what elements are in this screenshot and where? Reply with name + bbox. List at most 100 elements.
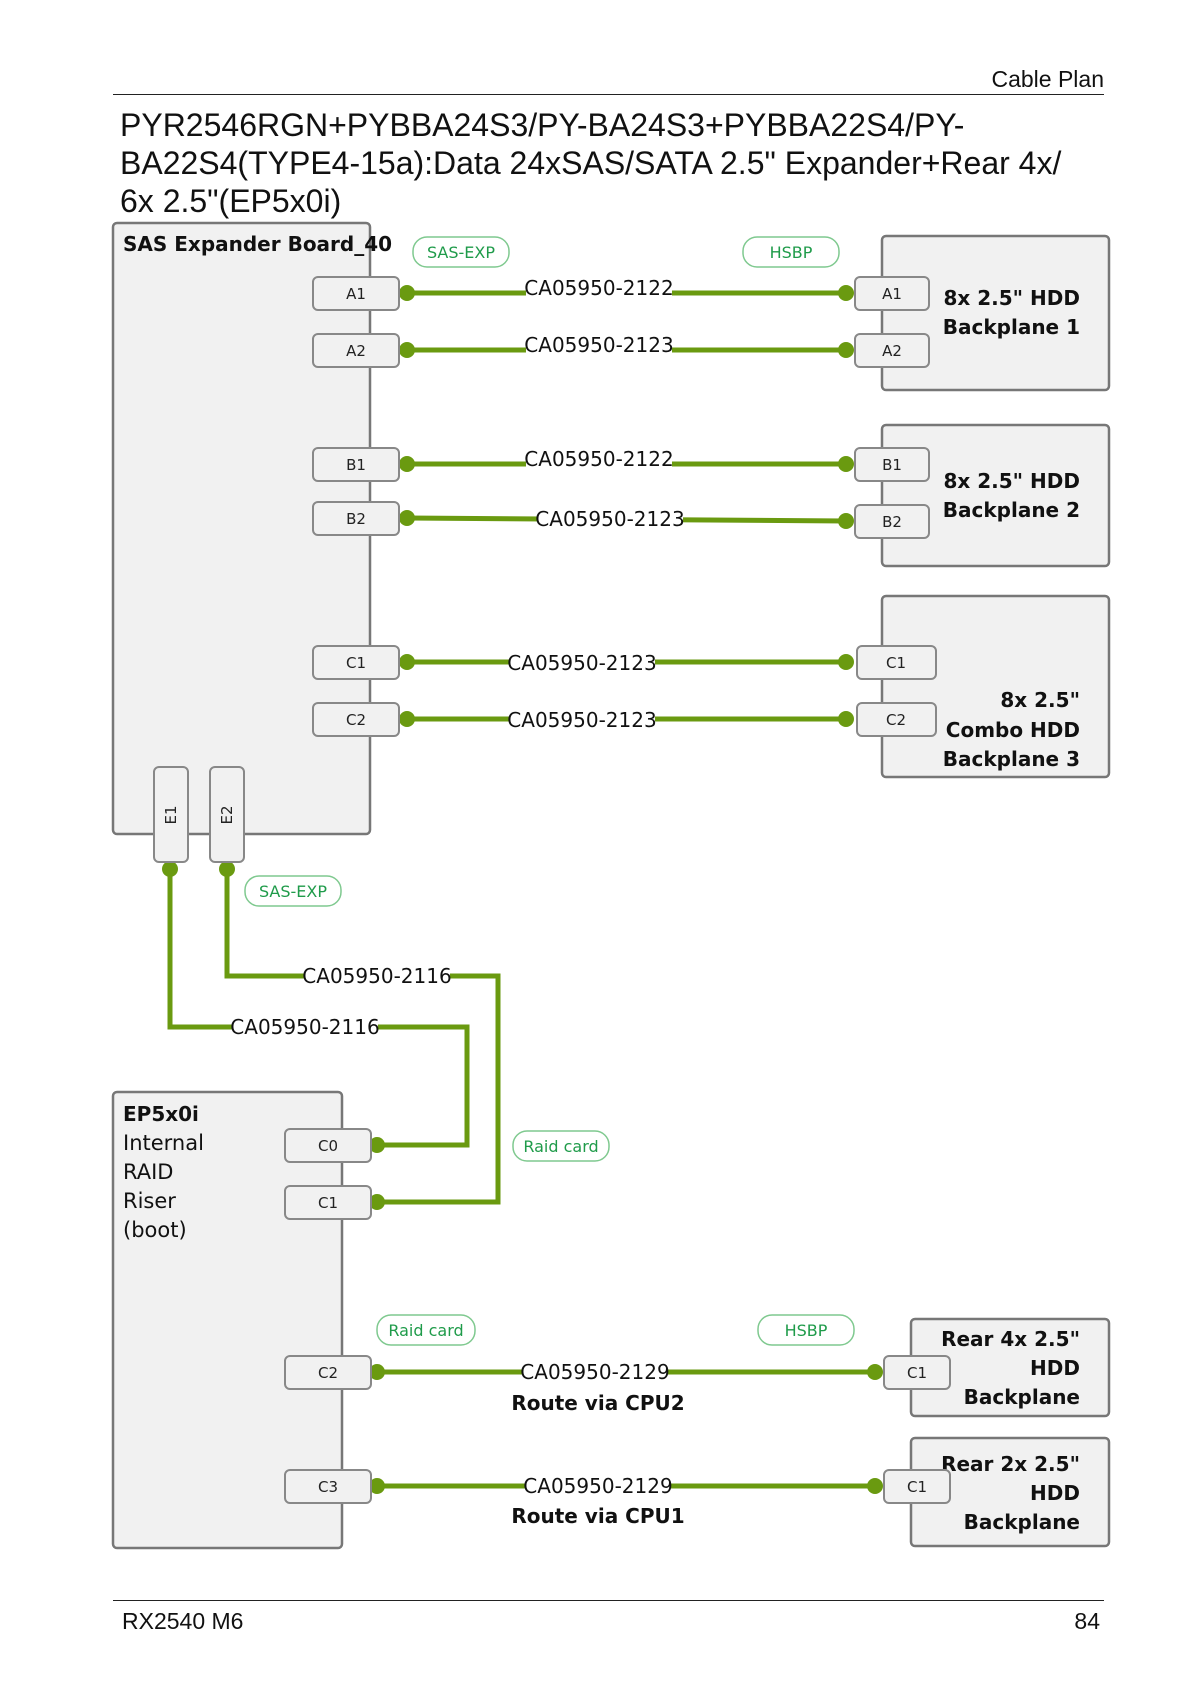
cable-endpoint bbox=[838, 711, 854, 727]
connector-raid-c3-label: C3 bbox=[318, 1478, 338, 1496]
cable-endpoint bbox=[369, 1478, 385, 1494]
cable-label-rear4: CA05950-2129 bbox=[520, 1360, 669, 1384]
expander-board-label: SAS Expander Board_40 bbox=[123, 232, 392, 256]
tag-sas-exp-mid: SAS-EXP bbox=[244, 875, 342, 907]
connector-bp1-a1: A1 bbox=[854, 276, 930, 311]
connector-exp-c2: C2 bbox=[312, 702, 400, 737]
cable-endpoints bbox=[162, 285, 883, 1494]
cable-endpoint bbox=[838, 342, 854, 358]
rear-2x-backplane: Rear 2x 2.5" HDD Backplane bbox=[909, 1436, 1111, 1548]
connector-bp2-b2: B2 bbox=[854, 504, 930, 539]
connector-exp-e2: E2 bbox=[209, 766, 245, 863]
tag-sas-exp-mid-label: SAS-EXP bbox=[259, 882, 327, 901]
raid-board-line-2: RAID bbox=[123, 1160, 173, 1184]
rear-4x-line-1: Rear 4x 2.5" bbox=[941, 1327, 1080, 1351]
connector-bp3-c2: C2 bbox=[856, 702, 937, 737]
cable-endpoint bbox=[838, 654, 854, 670]
connector-bp1-a2: A2 bbox=[854, 333, 930, 368]
tag-hsbp-top: HSBP bbox=[742, 236, 840, 268]
connector-rear4-c1-label: C1 bbox=[907, 1364, 927, 1382]
cable-endpoint bbox=[399, 711, 415, 727]
tag-hsbp-top-label: HSBP bbox=[770, 243, 813, 262]
cable-endpoint bbox=[399, 654, 415, 670]
cable-label-c2: CA05950-2123 bbox=[507, 708, 656, 732]
rear-2x-line-3: Backplane bbox=[964, 1510, 1080, 1534]
backplane-2-line-1: 8x 2.5" HDD bbox=[943, 469, 1080, 493]
cable-endpoint bbox=[838, 513, 854, 529]
tags: SAS-EXP HSBP SAS-EXP Raid card Raid card… bbox=[244, 236, 855, 1346]
footer-model: RX2540 M6 bbox=[122, 1608, 244, 1634]
connector-raid-c0-label: C0 bbox=[318, 1137, 338, 1155]
connector-exp-a1: A1 bbox=[312, 276, 400, 311]
cable-label-b2: CA05950-2123 bbox=[535, 507, 684, 531]
backplane-3: 8x 2.5" Combo HDD Backplane 3 bbox=[880, 594, 1111, 779]
raid-board-line-1: Internal bbox=[123, 1131, 204, 1155]
tag-raid-card-bottom: Raid card bbox=[376, 1314, 476, 1346]
cable-endpoint bbox=[867, 1478, 883, 1494]
connectors: A1 A2 B1 B2 C1 C2 E1 E2 A1 A2 B1 B2 C1 C… bbox=[153, 276, 951, 1504]
backplane-3-line-3: Backplane 3 bbox=[943, 747, 1080, 771]
connector-raid-c3: C3 bbox=[284, 1469, 372, 1504]
connector-bp1-a2-label: A2 bbox=[882, 342, 902, 360]
header-rule bbox=[113, 94, 1104, 95]
rear-2x-line-2: HDD bbox=[1030, 1481, 1080, 1505]
backplane-2: 8x 2.5" HDD Backplane 2 bbox=[880, 423, 1111, 568]
raid-board-label: EP5x0i bbox=[123, 1102, 199, 1126]
connector-rear2-c1: C1 bbox=[883, 1469, 951, 1504]
connector-bp1-a1-label: A1 bbox=[882, 285, 902, 303]
connector-exp-a2: A2 bbox=[312, 333, 400, 368]
rear-4x-line-2: HDD bbox=[1030, 1356, 1080, 1380]
connector-raid-c0: C0 bbox=[284, 1128, 372, 1163]
tag-raid-card-bottom-label: Raid card bbox=[388, 1321, 463, 1340]
backplane-3-line-1: 8x 2.5" bbox=[1000, 688, 1080, 712]
connector-exp-e1-label: E1 bbox=[162, 805, 180, 824]
connector-exp-c1-label: C1 bbox=[346, 654, 366, 672]
tag-raid-card-mid: Raid card bbox=[512, 1130, 610, 1162]
footer-rule bbox=[113, 1600, 1104, 1601]
cable-endpoint bbox=[399, 510, 415, 526]
backplane-1-line-1: 8x 2.5" HDD bbox=[943, 286, 1080, 310]
cable-endpoint bbox=[399, 285, 415, 301]
route-label-rear2: Route via CPU1 bbox=[511, 1504, 684, 1528]
cable-label-e1: CA05950-2116 bbox=[230, 1015, 379, 1039]
cable-endpoint bbox=[162, 861, 178, 877]
connector-raid-c1-label: C1 bbox=[318, 1194, 338, 1212]
cable-label-rear2: CA05950-2129 bbox=[523, 1474, 672, 1498]
section-header: Cable Plan bbox=[991, 66, 1104, 92]
tag-hsbp-bottom: HSBP bbox=[757, 1314, 855, 1346]
tag-sas-exp-top-label: SAS-EXP bbox=[427, 243, 495, 262]
cable-endpoint bbox=[838, 285, 854, 301]
cable-labels: CA05950-2122 CA05950-2123 CA05950-2122 C… bbox=[230, 276, 685, 1528]
cable-label-a2: CA05950-2123 bbox=[524, 333, 673, 357]
cable-endpoint bbox=[399, 456, 415, 472]
raid-board-line-3: Riser bbox=[123, 1189, 176, 1213]
connector-exp-e1: E1 bbox=[153, 766, 189, 863]
connector-exp-c2-label: C2 bbox=[346, 711, 366, 729]
title-line-1: PYR2546RGN+PYBBA24S3/PY-BA24S3+PYBBA22S4… bbox=[120, 107, 965, 143]
rear-4x-line-3: Backplane bbox=[964, 1385, 1080, 1409]
backplane-1: 8x 2.5" HDD Backplane 1 bbox=[880, 234, 1111, 392]
title-line-3: 6x 2.5"(EP5x0i) bbox=[120, 183, 342, 219]
cable-endpoint bbox=[867, 1364, 883, 1380]
connector-bp2-b1: B1 bbox=[854, 447, 930, 482]
connector-bp2-b1-label: B1 bbox=[882, 456, 902, 474]
tag-hsbp-bottom-label: HSBP bbox=[785, 1321, 828, 1340]
connector-exp-e2-label: E2 bbox=[218, 805, 236, 824]
cable-endpoint bbox=[219, 861, 235, 877]
raid-board-line-4: (boot) bbox=[123, 1218, 187, 1242]
tag-raid-card-mid-label: Raid card bbox=[523, 1137, 598, 1156]
connector-bp3-c1: C1 bbox=[856, 645, 937, 680]
expander-board: SAS Expander Board_40 bbox=[111, 221, 392, 836]
connector-raid-c1: C1 bbox=[284, 1185, 372, 1220]
rear-2x-line-1: Rear 2x 2.5" bbox=[941, 1452, 1080, 1476]
cable-endpoint bbox=[369, 1137, 385, 1153]
connector-bp3-c2-label: C2 bbox=[886, 711, 906, 729]
connector-bp3-c1-label: C1 bbox=[886, 654, 906, 672]
rear-4x-backplane: Rear 4x 2.5" HDD Backplane bbox=[909, 1317, 1111, 1418]
connector-exp-a1-label: A1 bbox=[346, 285, 366, 303]
connector-exp-b1-label: B1 bbox=[346, 456, 366, 474]
tag-sas-exp-top: SAS-EXP bbox=[412, 236, 510, 268]
cable-label-c1: CA05950-2123 bbox=[507, 651, 656, 675]
route-label-rear4: Route via CPU2 bbox=[511, 1391, 684, 1415]
connector-exp-a2-label: A2 bbox=[346, 342, 366, 360]
